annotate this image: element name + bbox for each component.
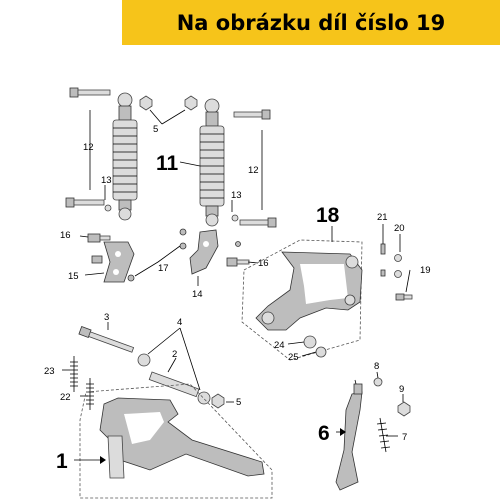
nut-17-a <box>179 228 187 236</box>
label-7: 7 <box>402 432 407 443</box>
spring-7 <box>376 417 391 453</box>
label-6: 6 <box>318 422 330 445</box>
label-3: 3 <box>104 312 109 323</box>
bolt-16-left-shank <box>99 235 111 241</box>
bolt-12-top-left <box>69 87 111 98</box>
label-24: 24 <box>274 340 285 351</box>
main-stand-outline <box>79 383 273 499</box>
bracket-14 <box>189 229 219 275</box>
shaft-2 <box>148 371 200 398</box>
bolt-16-left <box>87 233 101 243</box>
label-21: 21 <box>377 212 388 223</box>
spring-23 <box>70 356 78 392</box>
bolt-bracket <box>91 255 103 264</box>
label-15: 15 <box>68 271 79 282</box>
nut-9 <box>397 401 411 417</box>
label-13-right: 13 <box>231 190 242 201</box>
label-5-bottom: 5 <box>236 397 241 408</box>
nut-5-stand <box>211 393 225 409</box>
label-25: 25 <box>288 352 299 363</box>
ring-25 <box>315 346 327 358</box>
banner-text: Na obrázku díl číslo 19 <box>176 10 446 35</box>
nut-17-b <box>179 242 187 250</box>
washer-13-left <box>104 204 112 212</box>
label-9: 9 <box>399 384 404 395</box>
washer-4-b <box>197 391 211 405</box>
label-4: 4 <box>177 317 182 328</box>
label-2: 2 <box>172 349 177 360</box>
bolt-12-bottom-left <box>65 197 105 208</box>
arrow-1 <box>100 456 106 464</box>
spring-22 <box>86 378 94 410</box>
bolt-19-head <box>395 293 405 301</box>
label-16-right: 16 <box>258 258 269 269</box>
label-23: 23 <box>44 366 55 377</box>
label-13-left: 13 <box>101 175 112 186</box>
bolt-19-shank <box>403 294 413 300</box>
label-20: 20 <box>394 223 405 234</box>
label-18: 18 <box>316 204 340 227</box>
label-1: 1 <box>56 450 68 473</box>
arrow-6 <box>340 428 346 436</box>
nut-5-right <box>184 95 198 111</box>
bearing-24 <box>303 335 317 349</box>
nut-17-c <box>127 274 135 282</box>
label-11: 11 <box>156 152 179 175</box>
label-19: 19 <box>420 265 431 276</box>
bracket-15 <box>103 241 135 283</box>
label-8: 8 <box>374 361 379 372</box>
label-22: 22 <box>60 392 71 403</box>
label-14: 14 <box>192 289 203 300</box>
side-stand-6 <box>335 383 363 491</box>
bolt-3 <box>78 326 135 353</box>
label-12-left: 12 <box>83 142 94 153</box>
label-16-left: 16 <box>60 230 71 241</box>
label-17: 17 <box>158 263 169 274</box>
washer-20-b <box>394 270 402 278</box>
main-stand-1 <box>99 397 265 479</box>
bolt-16-right-shank <box>236 259 250 265</box>
part-number-banner: Na obrázku díl číslo 19 <box>122 0 500 45</box>
swingarm-outline <box>241 239 363 361</box>
bolt-21-b <box>380 269 386 277</box>
washer-13-right <box>231 214 239 222</box>
label-5-top: 5 <box>153 124 158 135</box>
washer-4-a <box>137 353 151 367</box>
shock-absorber-right <box>199 98 225 227</box>
swingarm-18 <box>255 251 363 331</box>
bolt-12-top-right <box>233 109 271 120</box>
bolt-16-right <box>226 257 238 267</box>
nut-5-left <box>139 95 153 111</box>
washer-20-a <box>394 254 402 262</box>
bolt-21-a <box>380 243 386 255</box>
washer-small <box>235 241 241 247</box>
bolt-8 <box>373 377 383 387</box>
shock-absorber-left <box>112 92 138 221</box>
bolt-12-bottom-right <box>239 217 277 228</box>
label-12-right: 12 <box>248 165 259 176</box>
